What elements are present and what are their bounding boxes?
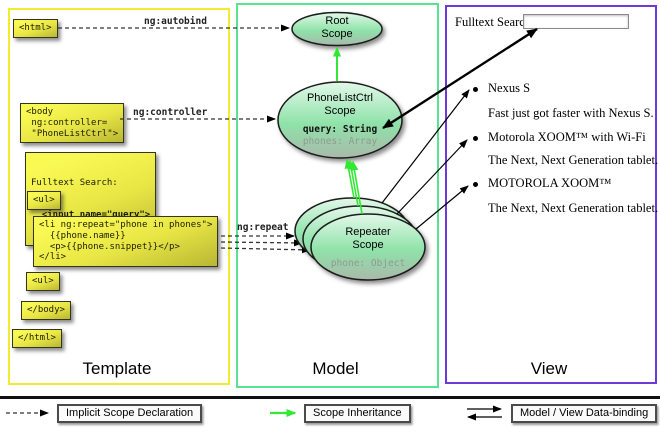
ng-autobind-label: ng:autobind (144, 16, 207, 27)
ng-controller-label: ng:controller (133, 107, 208, 118)
bullet-icon (473, 87, 478, 92)
phone-desc: The Next, Next Generation tablet. (488, 201, 659, 215)
phone-name: Motorola XOOM™ with Wi-Fi (488, 130, 646, 144)
query-string-prop: query: String (302, 124, 378, 135)
legend-divider (0, 396, 660, 399)
phone-desc: Fast just got faster with Nexus S. (488, 106, 654, 120)
fulltext-input-line: <input name="query"> (31, 209, 151, 220)
phone-name: Nexus S (488, 81, 531, 95)
code-box-html-close: </html> (12, 329, 62, 348)
phone-desc: The Next, Next Generation tablet. (488, 153, 659, 167)
view-search-label: Fulltext Search: (455, 15, 535, 29)
view-search-input[interactable] (523, 14, 629, 29)
code-box-li-repeat: <li ng:repeat="phone in phones"> {{phone… (33, 216, 219, 268)
code-box-ul-close: <ul> (26, 272, 60, 291)
fulltext-label-line: Fulltext Search: (31, 177, 118, 188)
legend-scope-inheritance: Scope Inheritance (304, 404, 411, 423)
model-panel-title: Model (312, 359, 359, 378)
view-panel (445, 5, 657, 384)
root-scope-label: Root Scope (321, 15, 353, 40)
model-panel (236, 3, 439, 388)
code-box-body-close: </body> (21, 301, 71, 320)
template-panel-title: Template (82, 359, 152, 378)
legend-data-binding: Model / View Data-binding (511, 404, 658, 423)
phone-object-prop: phone: Object (330, 258, 406, 269)
phones-array-prop: phones: Array (302, 136, 378, 147)
code-box-body-open: <body ng:controller= "PhoneListCtrl"> (20, 103, 125, 144)
bullet-icon (473, 182, 478, 187)
legend-implicit-scope: Implicit Scope Declaration (57, 404, 203, 423)
bullet-icon (473, 136, 478, 141)
phone-name: MOTOROLA XOOM™ (488, 176, 612, 190)
phonelistctrl-scope-label: PhoneListCtrl Scope (306, 92, 374, 117)
template-panel (8, 8, 230, 385)
code-box-html-open: <html> (13, 19, 58, 38)
view-panel-title: View (530, 359, 568, 378)
code-box-ul-open: <ul> (27, 191, 61, 210)
repeater-scope-label: Repeater Scope (345, 226, 391, 251)
ng-repeat-label: ng:repeat (237, 222, 289, 233)
